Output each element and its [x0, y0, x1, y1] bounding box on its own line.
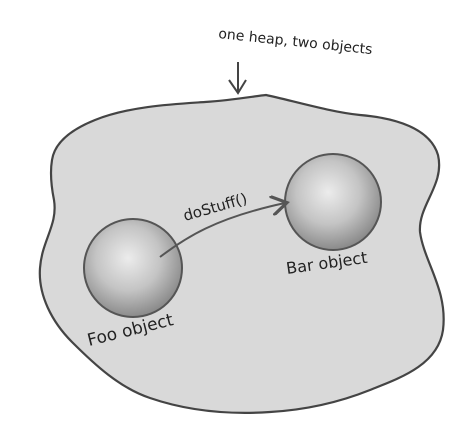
annotation-arrowhead-icon [228, 79, 247, 95]
annotation-text: one heap, two objects [218, 26, 374, 58]
call-arrow [159, 203, 285, 258]
bar-object-sphere [284, 153, 382, 251]
foo-object-sphere [83, 218, 183, 318]
